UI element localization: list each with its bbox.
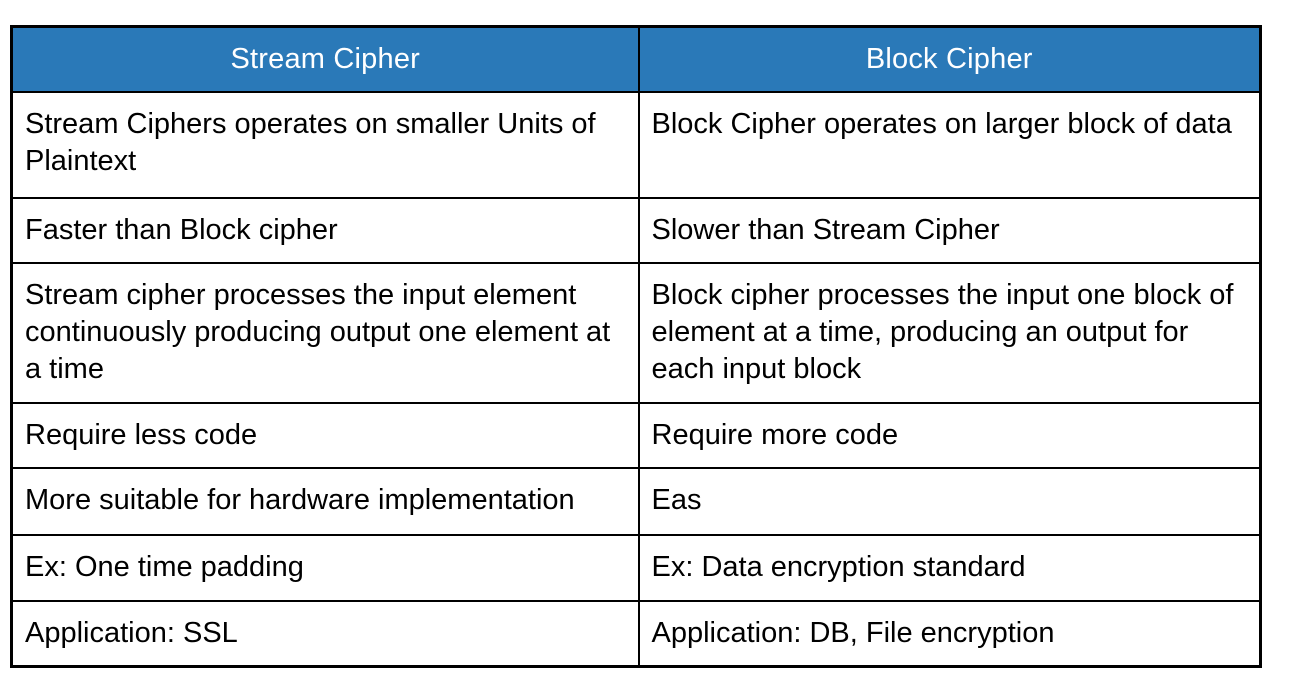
table-row: Stream Ciphers operates on smaller Units… bbox=[10, 90, 1262, 199]
cell-block-speed: Slower than Stream Cipher bbox=[637, 196, 1262, 264]
table-header-row: Stream Cipher Block Cipher bbox=[10, 25, 1262, 93]
table-row: Stream cipher processes the input elemen… bbox=[10, 261, 1262, 404]
cell-stream-code: Require less code bbox=[10, 401, 640, 469]
cell-block-hardware: Eas bbox=[637, 466, 1262, 536]
column-header-block-cipher: Block Cipher bbox=[637, 25, 1262, 93]
cell-stream-application: Application: SSL bbox=[10, 599, 640, 667]
table-row: More suitable for hardware implementatio… bbox=[10, 466, 1262, 536]
cell-block-code: Require more code bbox=[637, 401, 1262, 469]
table-row: Application: SSL Application: DB, File e… bbox=[10, 599, 1262, 667]
cell-block-units: Block Cipher operates on larger block of… bbox=[637, 90, 1262, 199]
cell-stream-units: Stream Ciphers operates on smaller Units… bbox=[10, 90, 640, 199]
cell-block-application: Application: DB, File encryption bbox=[637, 599, 1262, 667]
table-row: Ex: One time padding Ex: Data encryption… bbox=[10, 533, 1262, 602]
cell-stream-speed: Faster than Block cipher bbox=[10, 196, 640, 264]
cell-stream-hardware: More suitable for hardware implementatio… bbox=[10, 466, 640, 536]
cell-block-processing: Block cipher processes the input one blo… bbox=[637, 261, 1262, 404]
cell-stream-example: Ex: One time padding bbox=[10, 533, 640, 602]
table-row: Faster than Block cipher Slower than Str… bbox=[10, 196, 1262, 264]
cell-block-example: Ex: Data encryption standard bbox=[637, 533, 1262, 602]
cipher-comparison-table: Stream Cipher Block Cipher Stream Cipher… bbox=[10, 25, 1262, 668]
table-row: Require less code Require more code bbox=[10, 401, 1262, 469]
cell-stream-processing: Stream cipher processes the input elemen… bbox=[10, 261, 640, 404]
column-header-stream-cipher: Stream Cipher bbox=[10, 25, 640, 93]
